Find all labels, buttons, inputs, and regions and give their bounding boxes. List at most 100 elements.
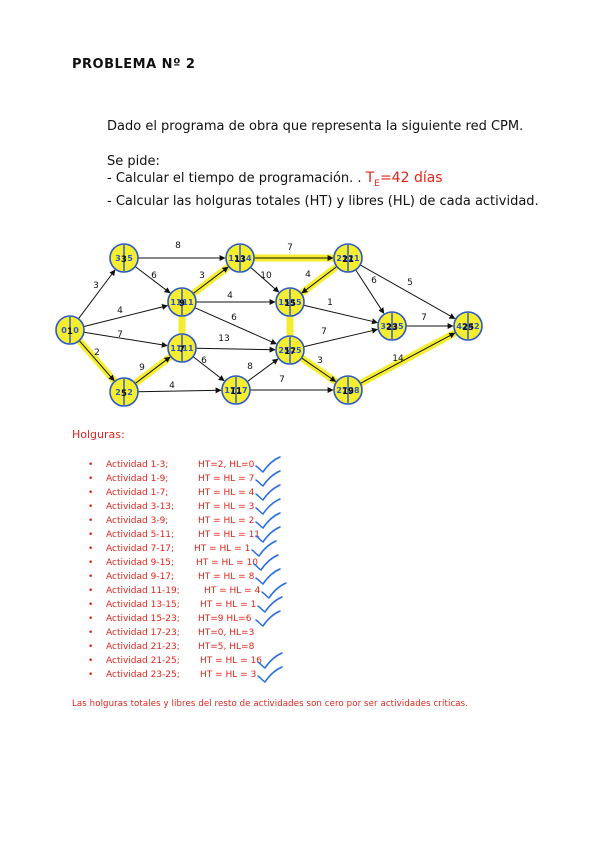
activity-name: Actividad 15-23; — [106, 614, 180, 624]
activity-arrow — [192, 266, 229, 294]
node-id: 7 — [179, 345, 185, 355]
checkmark-icon — [261, 582, 287, 599]
holgura-values: HT=0, HL=3 — [198, 628, 255, 638]
checkmark-icon — [255, 610, 281, 627]
activity-duration-label: 3 — [199, 271, 205, 281]
holgura-values: HT=2, HL=0 — [198, 460, 255, 470]
activity-name: Actividad 9-17; — [106, 572, 175, 582]
bullet: • — [88, 460, 94, 470]
footer-note: Las holguras totales y libres del resto … — [72, 699, 469, 709]
activity-arrow — [192, 356, 225, 382]
node-early-time: 42 — [456, 322, 467, 331]
activity-duration-label: 6 — [371, 276, 377, 286]
activity-arrow — [194, 307, 277, 345]
activity-arrow — [83, 304, 169, 328]
intro-text: Dado el programa de obra que representa … — [107, 119, 524, 134]
item-1-answer: TE=42 días — [365, 170, 443, 189]
node-id: 23 — [386, 323, 398, 333]
activity-duration-label: 14 — [392, 354, 404, 364]
activity-name: Actividad 11-19; — [106, 586, 180, 596]
node-id: 19 — [342, 387, 354, 397]
holgura-values: HT = HL = 3 — [198, 502, 255, 512]
activity-duration-label: 2 — [94, 348, 100, 358]
item-1-text: - Calcular el tiempo de programación. . — [107, 171, 362, 186]
node-late-time: 17 — [236, 386, 247, 395]
activity-name: Actividad 5-11; — [106, 530, 175, 540]
activity-duration-label: 7 — [117, 330, 123, 340]
activity-arrow — [250, 266, 280, 293]
node-early-time: 11 — [170, 298, 182, 307]
node-early-time: 11 — [228, 254, 240, 263]
node-early-time: 2 — [115, 388, 121, 397]
checkmark-icon — [255, 498, 281, 515]
activity-duration-label: 13 — [218, 334, 229, 344]
checkmark-icon — [255, 456, 281, 473]
activity-duration-label: 7 — [287, 243, 293, 253]
checkmark-icon — [251, 540, 277, 557]
problem-statement: Dado el programa de obra que representa … — [107, 118, 539, 210]
activity-arrow — [301, 266, 338, 294]
node-late-time: 15 — [290, 298, 302, 307]
activity-arrow — [137, 387, 222, 394]
node-id: 25 — [462, 323, 474, 333]
node-late-time: 2 — [127, 388, 133, 397]
activity-arrow — [360, 332, 456, 384]
checkmark-icon — [257, 596, 283, 613]
node-id: 15 — [284, 299, 296, 309]
bullet: • — [88, 600, 94, 610]
node-id: 9 — [179, 299, 185, 309]
node-late-time: 28 — [348, 386, 360, 395]
activity-arrow — [134, 266, 171, 294]
bullet: • — [88, 628, 94, 638]
node-late-time: 11 — [182, 298, 194, 307]
activity-arrow — [83, 331, 168, 348]
answer-value: =42 días — [379, 170, 443, 186]
node-late-time: 25 — [290, 346, 302, 355]
activity-duration-label: 6 — [151, 271, 157, 281]
se-pide-text: Se pide: — [107, 154, 160, 169]
holgura-values: HT = HL = 7 — [198, 474, 255, 484]
activity-arrow — [301, 357, 337, 382]
checkmark-icon — [255, 484, 281, 501]
node-early-time: 15 — [278, 298, 290, 307]
activity-duration-label: 8 — [175, 241, 181, 251]
activity-arrow — [78, 269, 116, 320]
node-id: 21 — [342, 255, 354, 265]
node-id: 5 — [121, 389, 127, 399]
bullet: • — [88, 572, 94, 582]
checkmark-icon — [255, 512, 281, 529]
activity-arrow — [246, 358, 279, 383]
checkmark-icon — [257, 652, 283, 669]
activity-duration-label: 5 — [407, 278, 413, 288]
node-early-time: 25 — [278, 346, 290, 355]
holgura-values: HT=5, HL=8 — [198, 642, 255, 652]
bullet: • — [88, 530, 94, 540]
bullet: • — [88, 586, 94, 596]
holgura-values: HT = HL = 10 — [196, 558, 259, 568]
activity-duration-label: 1 — [327, 298, 333, 308]
activity-duration-label: 9 — [139, 363, 145, 373]
page-title: PROBLEMA Nº 2 — [72, 57, 196, 72]
activity-duration-label: 3 — [93, 281, 99, 291]
activity-duration-label: 4 — [117, 306, 123, 316]
bullet: • — [88, 544, 94, 554]
node-early-time: 17 — [224, 386, 235, 395]
activity-arrow — [359, 264, 456, 320]
item-2: - Calcular las holguras totales (HT) y l… — [107, 193, 539, 209]
activity-arrow — [355, 269, 385, 314]
bullet: • — [88, 558, 94, 568]
answer-prefix: T — [365, 170, 375, 186]
activity-name: Actividad 23-25; — [106, 670, 180, 680]
holgura-values: HT = HL = 3 — [200, 670, 257, 680]
node-late-time: 42 — [468, 322, 479, 331]
node-id: 17 — [284, 347, 296, 357]
node-early-time: 0 — [61, 326, 67, 335]
node-early-time: 27 — [336, 386, 347, 395]
